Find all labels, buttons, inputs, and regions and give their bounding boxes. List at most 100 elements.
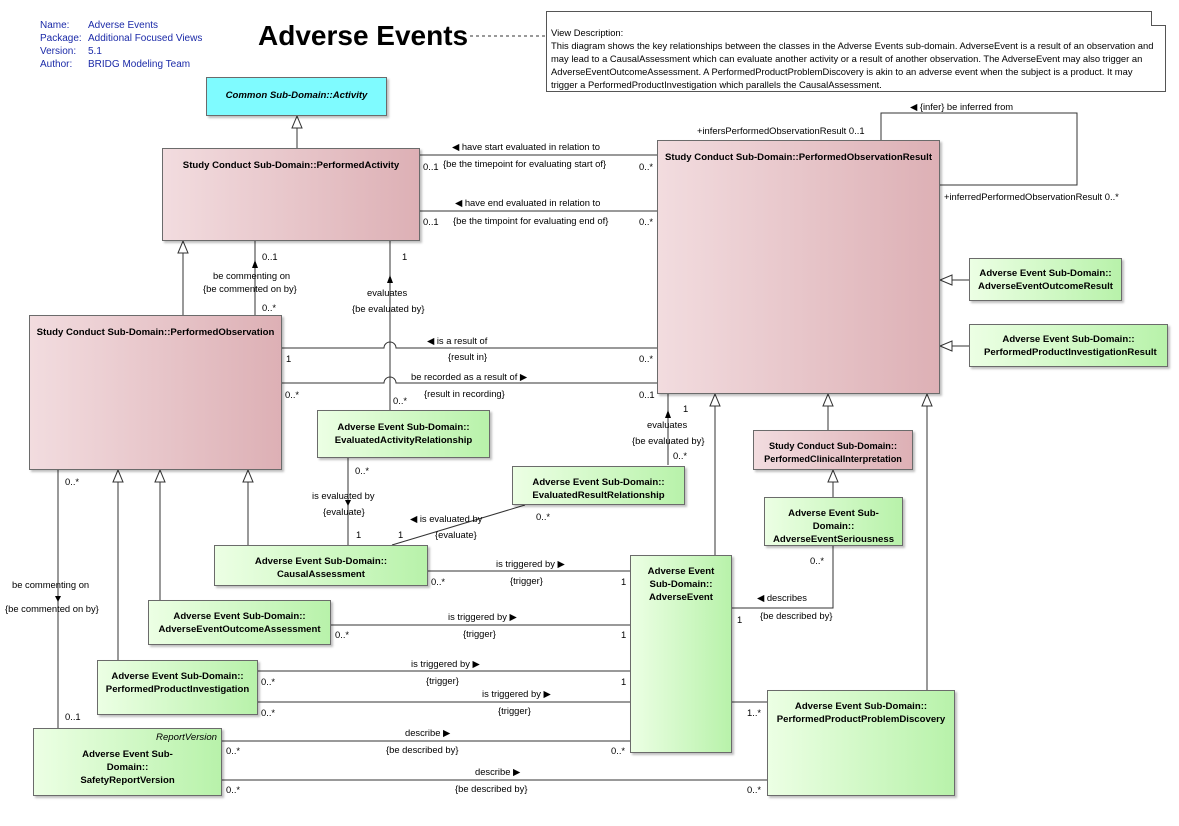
assoc-label: {be the timpoint for evaluating end of}: [453, 215, 609, 226]
multiplicity: 0..1: [262, 251, 278, 262]
multiplicity: 1: [402, 251, 408, 262]
assoc-text: is triggered by: [482, 688, 541, 699]
multiplicity: 0..*: [285, 389, 300, 400]
assoc-label: {be described by}: [455, 783, 528, 794]
assoc-label: be recorded as a result of ▶: [411, 371, 528, 382]
class-ae-outcome-assessment[interactable]: Adverse Event Sub-Domain:: AdverseEventO…: [148, 600, 331, 645]
assoc-text: {infer} be inferred from: [919, 101, 1014, 112]
class-ae-seriousness-label: Adverse Event Sub-Domain:: AdverseEventS…: [773, 508, 895, 545]
assoc-label: {trigger}: [426, 675, 459, 686]
class-evaluated-activity-relationship[interactable]: Adverse Event Sub-Domain:: EvaluatedActi…: [317, 410, 490, 458]
class-performed-clinical-interpretation[interactable]: Study Conduct Sub-Domain:: PerformedClin…: [753, 430, 913, 470]
multiplicity: 0..*: [335, 629, 350, 640]
assoc-text: is triggered by: [496, 558, 555, 569]
multiplicity: 0..*: [65, 476, 80, 487]
class-safety-report-version[interactable]: ReportVersion Adverse Event Sub-Domain::…: [33, 728, 222, 796]
multiplicity: 0..*: [261, 707, 276, 718]
assoc-label: {result in recording}: [424, 388, 505, 399]
assoc-label: {trigger}: [498, 705, 531, 716]
multiplicity: 1: [398, 529, 404, 540]
multiplicity: 0..*: [639, 216, 654, 227]
assoc-label: {be commented on by}: [5, 603, 99, 614]
class-performed-product-investigation[interactable]: Adverse Event Sub-Domain:: PerformedProd…: [97, 660, 258, 715]
assoc-text: is evaluated by: [419, 513, 483, 524]
meta-name: Adverse Events: [88, 20, 159, 31]
multiplicity: 0..*: [261, 676, 276, 687]
multiplicity: 0..*: [262, 302, 277, 313]
class-activity-label: Common Sub-Domain::Activity: [225, 90, 368, 101]
assoc-label: ◀ have end evaluated in relation to: [455, 197, 601, 208]
meta-key: Package:: [40, 33, 82, 44]
assoc-label: evaluates: [647, 419, 688, 430]
assoc-label: be commenting on: [213, 270, 291, 281]
class-performed-observation-result-label: Study Conduct Sub-Domain::PerformedObser…: [664, 152, 933, 163]
class-causal-assessment[interactable]: Adverse Event Sub-Domain:: CausalAssessm…: [214, 545, 428, 586]
assoc-label: ◀ describes: [757, 592, 807, 603]
multiplicity: 1: [683, 403, 689, 414]
class-evaluated-result-relationship[interactable]: Adverse Event Sub-Domain:: EvaluatedResu…: [512, 466, 685, 505]
assoc-label: ◀ {infer} be inferred from: [910, 101, 1014, 112]
multiplicity: 0..*: [226, 745, 241, 756]
class-performed-activity-label: Study Conduct Sub-Domain::PerformedActiv…: [182, 160, 400, 171]
multiplicity: 0..*: [639, 161, 654, 172]
assoc-text: be recorded as a result of: [411, 371, 518, 382]
meta-package: Additional Focused Views: [88, 33, 203, 44]
multiplicity: 0..*: [747, 784, 762, 795]
role-label: +infersPerformedObservationResult 0..1: [697, 125, 865, 136]
assoc-text: describe: [405, 727, 441, 738]
assoc-label: ◀ have start evaluated in relation to: [452, 141, 600, 152]
assoc-label: {be commented on by}: [203, 283, 297, 294]
class-ae-outcome-assessment-label: Adverse Event Sub-Domain:: AdverseEventO…: [158, 611, 321, 635]
class-ae-outcome-result[interactable]: Adverse Event Sub-Domain:: AdverseEventO…: [969, 258, 1122, 301]
assoc-label: {be evaluated by}: [352, 303, 425, 314]
assoc-text: is triggered by: [411, 658, 470, 669]
class-activity[interactable]: Common Sub-Domain::Activity: [206, 77, 387, 116]
meta-key: Name:: [40, 20, 70, 31]
class-adverse-event[interactable]: Adverse Event Sub-Domain:: AdverseEvent: [630, 555, 732, 753]
assoc-label: {trigger}: [510, 575, 543, 586]
multiplicity: 0..*: [639, 353, 654, 364]
assoc-label: is triggered by ▶: [448, 611, 517, 622]
view-description-note: View Description: This diagram shows the…: [546, 11, 1166, 92]
class-causal-assessment-label: Adverse Event Sub-Domain:: CausalAssessm…: [254, 556, 388, 580]
class-ppi-result-label: Adverse Event Sub-Domain:: PerformedProd…: [984, 334, 1157, 358]
class-performed-observation-result[interactable]: Study Conduct Sub-Domain::PerformedObser…: [657, 140, 940, 394]
multiplicity: 0..1: [423, 216, 439, 227]
assoc-label: {be evaluated by}: [632, 435, 705, 446]
meta-author: BRIDG Modeling Team: [88, 59, 191, 70]
multiplicity: 1: [621, 576, 627, 587]
class-ae-seriousness[interactable]: Adverse Event Sub-Domain:: AdverseEventS…: [764, 497, 903, 546]
multiplicity: 0..1: [65, 711, 81, 722]
assoc-label: ◀ is a result of: [427, 335, 488, 346]
class-performed-activity[interactable]: Study Conduct Sub-Domain::PerformedActiv…: [162, 148, 420, 241]
assoc-label: describe ▶: [405, 727, 451, 738]
class-ppi-result[interactable]: Adverse Event Sub-Domain:: PerformedProd…: [969, 324, 1168, 367]
assoc-label: be commenting on: [12, 579, 90, 590]
assoc-label: evaluates: [367, 287, 408, 298]
class-performed-observation[interactable]: Study Conduct Sub-Domain::PerformedObser…: [29, 315, 282, 470]
class-stereotype: ReportVersion: [156, 732, 217, 743]
note-heading: View Description:: [551, 27, 624, 38]
class-ppp-discovery[interactable]: Adverse Event Sub-Domain:: PerformedProd…: [767, 690, 955, 796]
class-performed-observation-label: Study Conduct Sub-Domain::PerformedObser…: [36, 327, 275, 338]
multiplicity: 0..1: [423, 161, 439, 172]
note-text: This diagram shows the key relationships…: [551, 40, 1154, 90]
multiplicity: 1: [356, 529, 362, 540]
multiplicity: 0..*: [673, 450, 688, 461]
assoc-text: have start evaluated in relation to: [461, 141, 600, 152]
assoc-label: describe ▶: [475, 766, 521, 777]
multiplicity: 0..*: [431, 576, 446, 587]
assoc-label: is triggered by ▶: [482, 688, 551, 699]
class-adverse-event-label: Adverse Event Sub-Domain:: AdverseEvent: [647, 566, 715, 603]
multiplicity: 0..*: [611, 745, 626, 756]
note-fold-corner: [1151, 11, 1166, 26]
assoc-text: describe: [475, 766, 511, 777]
assoc-text: describes: [766, 592, 807, 603]
diagram-title: Adverse Events: [258, 20, 469, 51]
class-evaluated-result-relationship-label: Adverse Event Sub-Domain:: EvaluatedResu…: [532, 477, 665, 501]
class-ppp-discovery-label: Adverse Event Sub-Domain:: PerformedProd…: [776, 701, 946, 725]
assoc-label: {result in}: [448, 351, 488, 362]
assoc-label: {evaluate}: [323, 506, 365, 517]
assoc-label: is triggered by ▶: [411, 658, 480, 669]
